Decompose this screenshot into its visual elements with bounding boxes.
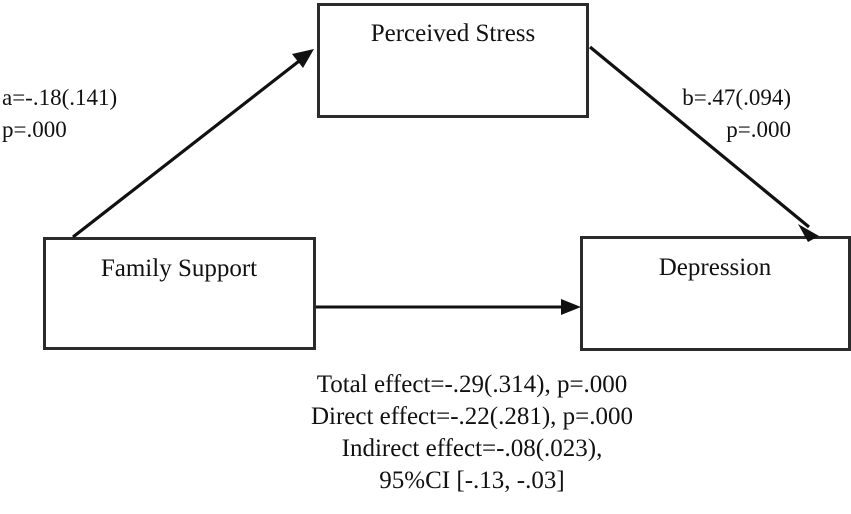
b-path-coefficient: b=.47(.094) bbox=[682, 85, 791, 110]
node-family-support[interactable]: Family Support bbox=[43, 237, 316, 350]
family-support-label: Family Support bbox=[101, 255, 257, 282]
a-path-arrowhead bbox=[292, 49, 314, 68]
b-path-line bbox=[588, 45, 811, 229]
node-perceived-stress[interactable]: Perceived Stress bbox=[317, 3, 589, 118]
arrow-a-path bbox=[72, 49, 314, 239]
b-path-label-group: b=.47(.094) p=.000 bbox=[682, 85, 791, 142]
a-path-label-group: a=-.18(.141) p=.000 bbox=[2, 85, 117, 142]
c-prime-path-arrowhead bbox=[561, 299, 581, 315]
family-support-box[interactable] bbox=[43, 237, 316, 350]
node-depression[interactable]: Depression bbox=[580, 236, 851, 351]
indirect-effect-line: Indirect effect=-.08(.023), bbox=[342, 435, 603, 462]
a-path-pvalue: p=.000 bbox=[2, 117, 67, 142]
b-path-arrowhead bbox=[798, 224, 819, 242]
a-path-line bbox=[72, 56, 304, 239]
arrow-c-prime-path bbox=[316, 299, 581, 315]
depression-box[interactable] bbox=[580, 236, 851, 351]
perceived-stress-box[interactable] bbox=[317, 3, 589, 118]
effects-summary: Total effect=-.29(.314), p=.000 Direct e… bbox=[311, 371, 633, 494]
a-path-coefficient: a=-.18(.141) bbox=[2, 85, 117, 110]
arrow-b-path bbox=[588, 45, 819, 242]
total-effect-line: Total effect=-.29(.314), p=.000 bbox=[317, 371, 628, 398]
perceived-stress-label: Perceived Stress bbox=[371, 20, 536, 47]
b-path-pvalue: p=.000 bbox=[726, 117, 791, 142]
direct-effect-line: Direct effect=-.22(.281), p=.000 bbox=[311, 403, 633, 430]
confidence-interval-line: 95%CI [-.13, -.03] bbox=[379, 467, 564, 494]
depression-label: Depression bbox=[659, 254, 772, 281]
